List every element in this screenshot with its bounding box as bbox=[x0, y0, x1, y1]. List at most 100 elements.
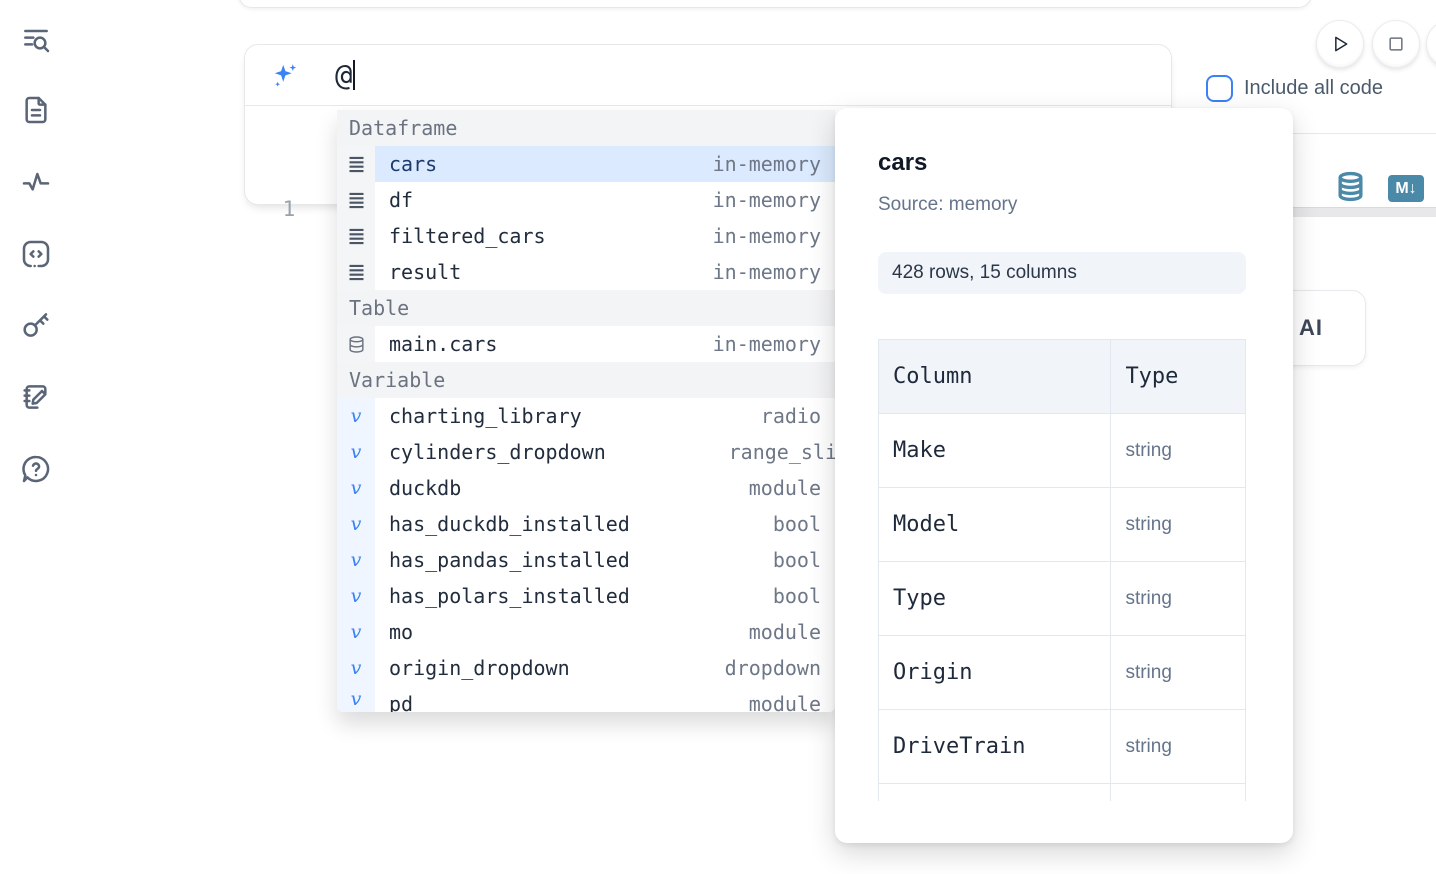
schema-column-name bbox=[878, 783, 1112, 801]
item-icon-gutter bbox=[337, 182, 375, 218]
item-name: has_pandas_installed bbox=[389, 548, 630, 572]
stop-cell-button[interactable] bbox=[1372, 20, 1420, 68]
item-name: cylinders_dropdown bbox=[389, 440, 606, 464]
item-icon-gutter: v bbox=[337, 542, 375, 578]
autocomplete-section-header: Variable bbox=[337, 362, 835, 398]
item-name: charting_library bbox=[389, 404, 582, 428]
item-main: has_pandas_installed bool bbox=[375, 542, 835, 578]
include-all-code-label: Include all code bbox=[1244, 77, 1383, 99]
item-name: pd bbox=[389, 692, 414, 712]
run-cell-button[interactable] bbox=[1316, 20, 1364, 68]
key-icon[interactable] bbox=[20, 309, 52, 341]
item-name: cars bbox=[389, 152, 438, 176]
item-type: in-memory bbox=[712, 332, 821, 356]
variable-icon: v bbox=[350, 477, 362, 499]
schema-column-name: Make bbox=[878, 413, 1112, 488]
database-icon bbox=[348, 335, 364, 353]
scratchpad-icon[interactable] bbox=[20, 381, 52, 413]
item-icon-gutter: v bbox=[337, 686, 375, 712]
schema-column-type: string bbox=[1110, 487, 1246, 562]
activity-icon[interactable] bbox=[20, 166, 52, 198]
autocomplete-item-has_pandas_installed[interactable]: v has_pandas_installed bool bbox=[337, 542, 835, 578]
markdown-icon: M↓ bbox=[1395, 180, 1417, 197]
item-type: in-memory bbox=[712, 152, 821, 176]
database-button[interactable] bbox=[1335, 168, 1366, 205]
schema-column-type: string bbox=[1110, 413, 1246, 488]
play-icon bbox=[1335, 36, 1348, 52]
autocomplete-item-has_duckdb_installed[interactable]: v has_duckdb_installed bool bbox=[337, 506, 835, 542]
item-icon-gutter: v bbox=[337, 614, 375, 650]
dataframe-icon bbox=[349, 228, 363, 244]
variable-icon: v bbox=[350, 441, 362, 463]
snippets-icon[interactable] bbox=[20, 238, 52, 270]
item-name: filtered_cars bbox=[389, 224, 546, 248]
dataframe-icon bbox=[349, 264, 363, 280]
sparkle-icon bbox=[274, 63, 297, 87]
schema-column-type: string bbox=[1110, 561, 1246, 636]
item-name: result bbox=[389, 260, 462, 284]
item-icon-gutter: v bbox=[337, 398, 375, 434]
autocomplete-item-cars[interactable]: cars in-memory bbox=[337, 146, 835, 182]
previous-cell-edge bbox=[238, 0, 1312, 8]
schema-column-name: Origin bbox=[878, 635, 1112, 710]
schema-column-name: Type bbox=[878, 561, 1112, 636]
ai-prompt-input[interactable]: @ bbox=[245, 45, 1171, 106]
text-caret bbox=[353, 60, 356, 90]
item-main: origin_dropdown dropdown bbox=[375, 650, 835, 686]
item-type: in-memory bbox=[712, 224, 821, 248]
popup-shape-badge: 428 rows, 15 columns bbox=[878, 252, 1246, 294]
markdown-button[interactable]: M↓ bbox=[1388, 175, 1424, 202]
autocomplete-section-header: Dataframe bbox=[337, 110, 835, 146]
item-main: cars in-memory bbox=[375, 146, 835, 182]
item-type: bool bbox=[772, 512, 821, 536]
schema-header-type: Type bbox=[1110, 339, 1246, 414]
line-number: 1 bbox=[282, 197, 296, 221]
item-name: has_polars_installed bbox=[389, 584, 630, 608]
item-name: df bbox=[389, 188, 414, 212]
schema-column-type: string bbox=[1110, 635, 1246, 710]
item-icon-gutter bbox=[337, 146, 375, 182]
item-type: bool bbox=[772, 548, 821, 572]
help-icon[interactable] bbox=[20, 453, 52, 485]
stop-icon bbox=[1389, 37, 1403, 51]
item-icon-gutter: v bbox=[337, 470, 375, 506]
search-list-icon[interactable] bbox=[20, 23, 52, 55]
file-icon[interactable] bbox=[20, 94, 52, 126]
variable-icon: v bbox=[350, 513, 362, 535]
item-type: module bbox=[748, 476, 821, 500]
include-all-code-checkbox[interactable] bbox=[1206, 75, 1233, 102]
schema-row-partial bbox=[878, 783, 1246, 801]
autocomplete-item-filtered_cars[interactable]: filtered_cars in-memory bbox=[337, 218, 835, 254]
item-icon-gutter: v bbox=[337, 434, 375, 470]
cell-bottom-bar bbox=[1172, 207, 1436, 217]
item-type: dropdown bbox=[724, 656, 821, 680]
popup-source: Source: memory bbox=[878, 194, 1018, 215]
more-cell-button[interactable] bbox=[1426, 20, 1436, 68]
item-name: has_duckdb_installed bbox=[389, 512, 630, 536]
schema-column-type: string bbox=[1110, 709, 1246, 784]
variable-icon: v bbox=[350, 621, 362, 643]
item-name: origin_dropdown bbox=[389, 656, 570, 680]
